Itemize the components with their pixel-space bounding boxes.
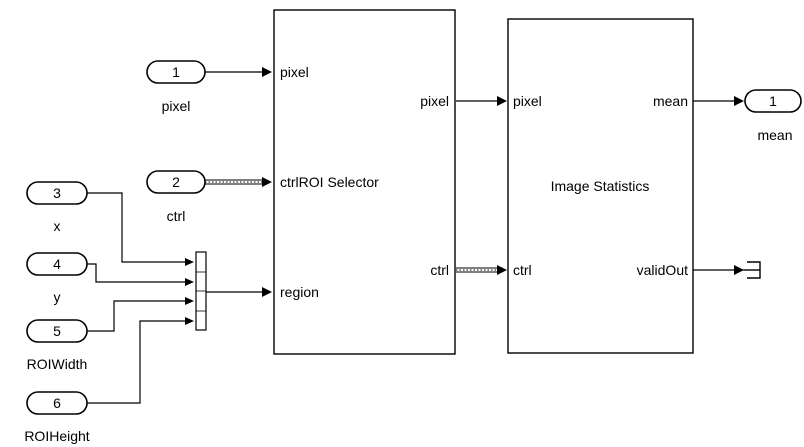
inport-1-label: pixel [162, 98, 191, 114]
inport-1-number: 1 [172, 64, 180, 80]
image-statistics-input-pixel: pixel [513, 93, 542, 109]
roi-selector-input-region: region [280, 284, 319, 300]
inport-6-label: ROIHeight [24, 428, 89, 444]
roi-selector-output-pixel: pixel [420, 93, 449, 109]
inport-2-number: 2 [172, 174, 180, 190]
inport-4-shape [26, 252, 88, 276]
arrowhead-mean [734, 96, 744, 106]
outport-1-label: mean [757, 127, 792, 143]
image-statistics-input-ctrl: ctrl [513, 262, 532, 278]
arrowhead-y [185, 278, 194, 286]
mux-block[interactable] [195, 251, 207, 331]
inport-2[interactable]: 2 ctrl [146, 170, 206, 224]
inport-1[interactable]: 1 pixel [146, 60, 206, 114]
inport-2-label: ctrl [167, 208, 186, 224]
arrowhead-roiheight [185, 317, 194, 325]
arrowhead-pixel-mid [497, 96, 507, 106]
arrowhead-ctrl-mid [497, 265, 507, 275]
inport-5-label: ROIWidth [27, 356, 88, 372]
inport-6-shape [26, 391, 88, 415]
arrowhead-roiwidth [185, 297, 194, 305]
inport-3-number: 3 [53, 185, 61, 201]
image-statistics-block[interactable]: pixel Image Statistics ctrl mean validOu… [507, 18, 694, 354]
outport-1-number: 1 [769, 93, 777, 109]
inport-5-shape [26, 319, 88, 343]
wire-x[interactable] [87, 192, 185, 263]
inport-5-number: 5 [53, 323, 61, 339]
roi-selector-name: ctrlROI Selector [280, 174, 379, 190]
inport-4[interactable]: 4 y [26, 252, 88, 305]
roi-selector-block[interactable]: pixel ctrlROI Selector region pixel ctrl [273, 9, 456, 355]
inport-4-number: 4 [53, 256, 61, 272]
inport-3[interactable]: 3 x [26, 181, 88, 234]
arrowhead-x [185, 258, 194, 266]
image-statistics-output-mean: mean [653, 93, 688, 109]
arrowhead-validout [734, 265, 744, 275]
image-statistics-body [507, 18, 694, 354]
roi-selector-output-ctrl: ctrl [430, 262, 449, 278]
inport-1-shape [146, 60, 206, 84]
wire-y[interactable] [87, 263, 185, 283]
terminator-block[interactable] [744, 261, 761, 279]
signal-wires [87, 67, 744, 404]
roi-selector-input-pixel: pixel [280, 64, 309, 80]
inport-3-label: x [54, 218, 61, 234]
inport-6-number: 6 [53, 395, 61, 411]
image-statistics-output-validout: validOut [637, 262, 688, 278]
inport-4-label: y [54, 289, 61, 305]
wire-roiwidth[interactable] [87, 300, 185, 332]
arrowhead-pixel-in [262, 67, 272, 77]
arrowhead-ctrl-in [262, 177, 272, 187]
image-statistics-name: Image Statistics [551, 178, 650, 194]
inport-6[interactable]: 6 ROIHeight [24, 391, 90, 444]
inport-5[interactable]: 5 ROIWidth [26, 319, 88, 372]
roi-selector-body [273, 9, 456, 355]
wire-roiheight[interactable] [87, 320, 185, 404]
outport-1-shape [744, 89, 802, 113]
outport-1[interactable]: 1 mean [744, 89, 802, 143]
arrowhead-region [262, 287, 272, 297]
inport-3-shape [26, 181, 88, 205]
inport-2-shape [146, 170, 206, 194]
